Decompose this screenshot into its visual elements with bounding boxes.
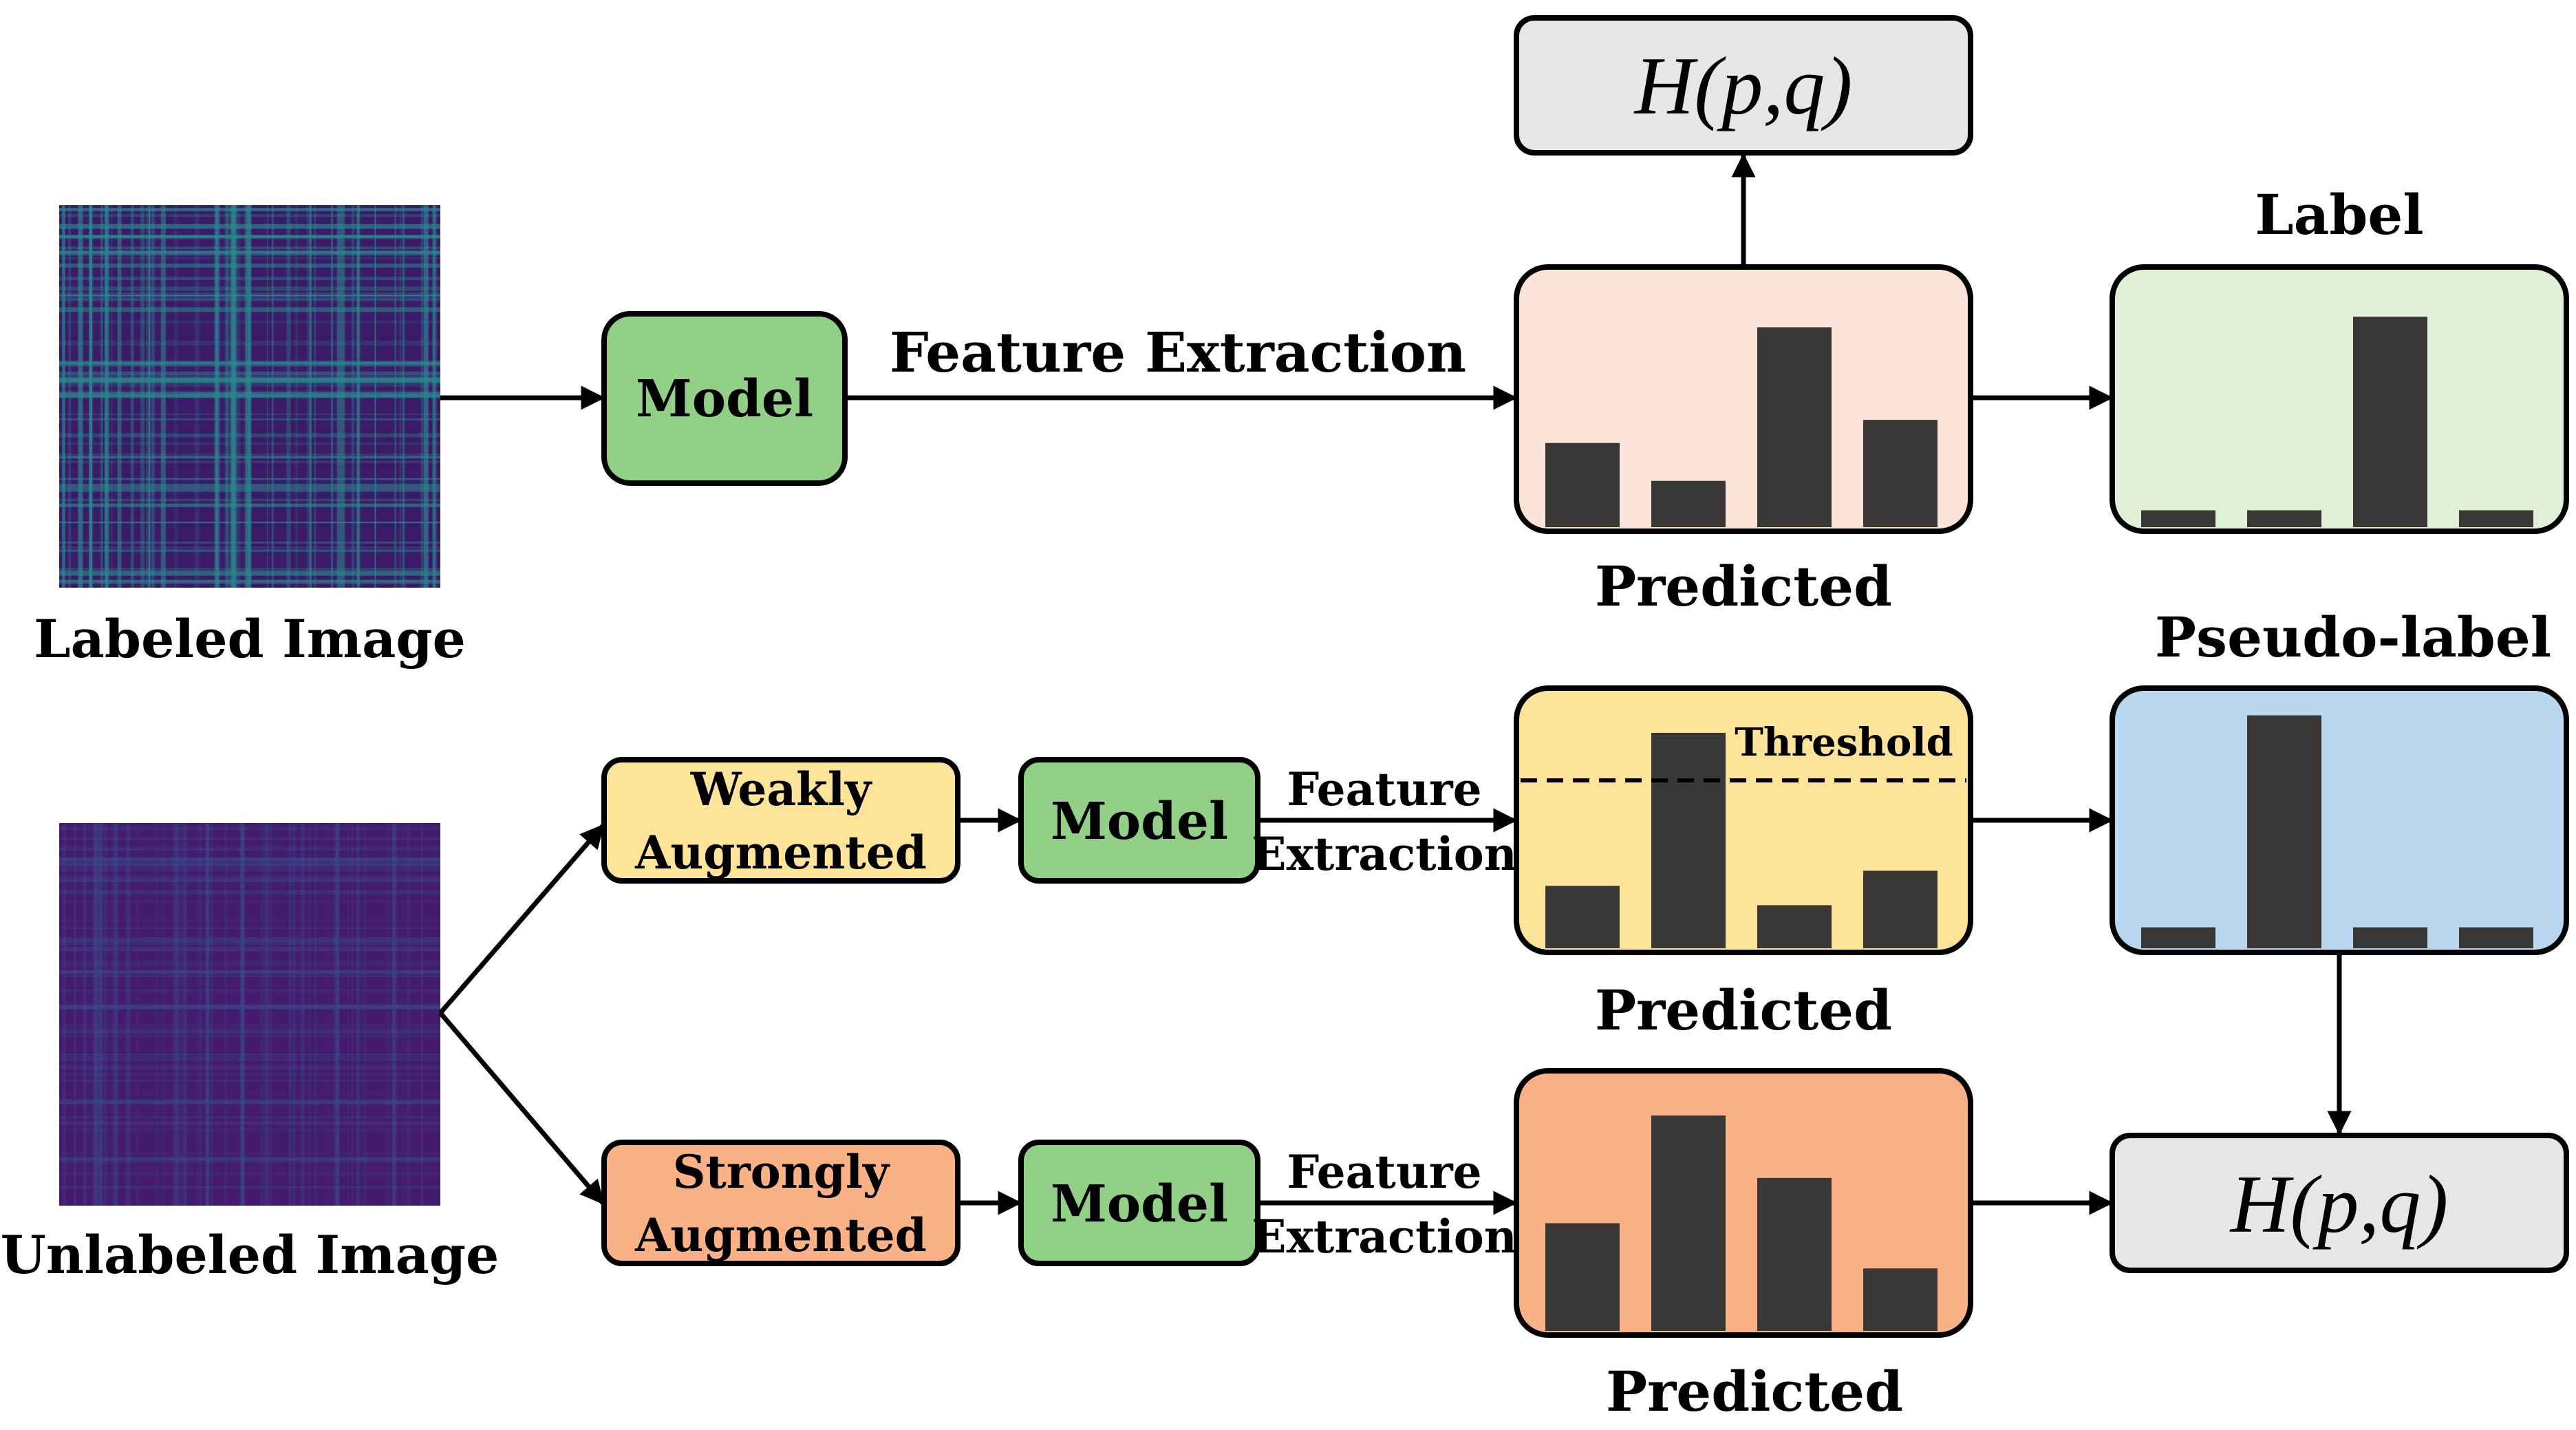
distribution-bar <box>1757 327 1832 527</box>
feature-label-strong: Feature <box>1287 1145 1481 1199</box>
distribution-bar <box>1757 905 1832 948</box>
label-title: Label <box>2255 182 2423 247</box>
loss-formula-bottom: H(p,q) <box>2229 1158 2449 1250</box>
predicted-box-weak: Threshold <box>1514 685 1973 955</box>
strong-aug-line1: Strongly <box>673 1145 890 1199</box>
distribution-bar <box>1651 1115 1726 1331</box>
model-box-weak: Model <box>1018 757 1260 884</box>
distribution-bar <box>2247 715 2321 948</box>
distribution-bar <box>2459 927 2533 948</box>
distribution-bar <box>1757 1177 1832 1331</box>
model-label: Model <box>636 370 813 429</box>
distribution-bar <box>1863 871 1938 948</box>
weak-aug-line2: Augmented <box>634 826 927 879</box>
distribution-bar <box>2353 317 2427 527</box>
predicted-caption-strong: Predicted <box>1606 1359 1903 1424</box>
distribution-bar <box>1545 886 1620 948</box>
label-box <box>2110 264 2569 534</box>
extraction-label-weak: Extraction <box>1252 827 1516 881</box>
distribution-bar <box>1545 442 1620 527</box>
distribution-bar <box>2141 927 2215 948</box>
strongly-augmented-box: Strongly Augmented <box>601 1140 960 1266</box>
labeled-image-caption: Labeled Image <box>34 608 466 670</box>
weakly-augmented-box: Weakly Augmented <box>601 757 960 884</box>
unlabeled-image-caption: Unlabeled Image <box>1 1224 500 1285</box>
distribution-bar <box>1651 732 1726 948</box>
loss-box-top: H(p,q) <box>1514 15 1973 156</box>
predicted-caption-weak: Predicted <box>1595 978 1892 1043</box>
arrow-unlabeled-to-strong <box>438 1011 605 1205</box>
model-box-labeled: Model <box>601 311 848 486</box>
distribution-bar <box>2141 510 2215 527</box>
model-label-weak: Model <box>1051 792 1228 851</box>
pseudo-label-box <box>2110 685 2569 955</box>
distribution-bar <box>1863 420 1938 527</box>
distribution-bar <box>1545 1223 1620 1331</box>
arrow-unlabeled-to-weak <box>438 824 605 1015</box>
distribution-bar <box>1863 1268 1938 1331</box>
model-label-strong: Model <box>1051 1175 1228 1234</box>
feature-extraction-label: Feature Extraction <box>890 320 1466 385</box>
loss-formula-top: H(p,q) <box>1633 40 1853 131</box>
pseudo-label-title: Pseudo-label <box>2155 605 2551 670</box>
distribution-bar <box>2247 510 2321 527</box>
unlabeled-heatmap <box>59 823 440 1206</box>
feature-label-weak: Feature <box>1287 762 1481 816</box>
model-box-strong: Model <box>1018 1140 1260 1266</box>
extraction-label-strong: Extraction <box>1252 1210 1516 1263</box>
distribution-bar <box>2353 927 2427 948</box>
labeled-image <box>59 205 440 588</box>
strong-aug-line2: Augmented <box>634 1208 927 1262</box>
unlabeled-image <box>59 823 440 1206</box>
predicted-box-strong <box>1514 1068 1973 1338</box>
threshold-label: Threshold <box>1735 720 1953 765</box>
predicted-caption-labeled: Predicted <box>1595 554 1892 619</box>
weak-aug-line1: Weakly <box>690 762 872 816</box>
loss-box-bottom: H(p,q) <box>2110 1133 2569 1273</box>
distribution-bar <box>2459 510 2533 527</box>
predicted-box-labeled <box>1514 264 1973 534</box>
distribution-bar <box>1651 480 1726 527</box>
